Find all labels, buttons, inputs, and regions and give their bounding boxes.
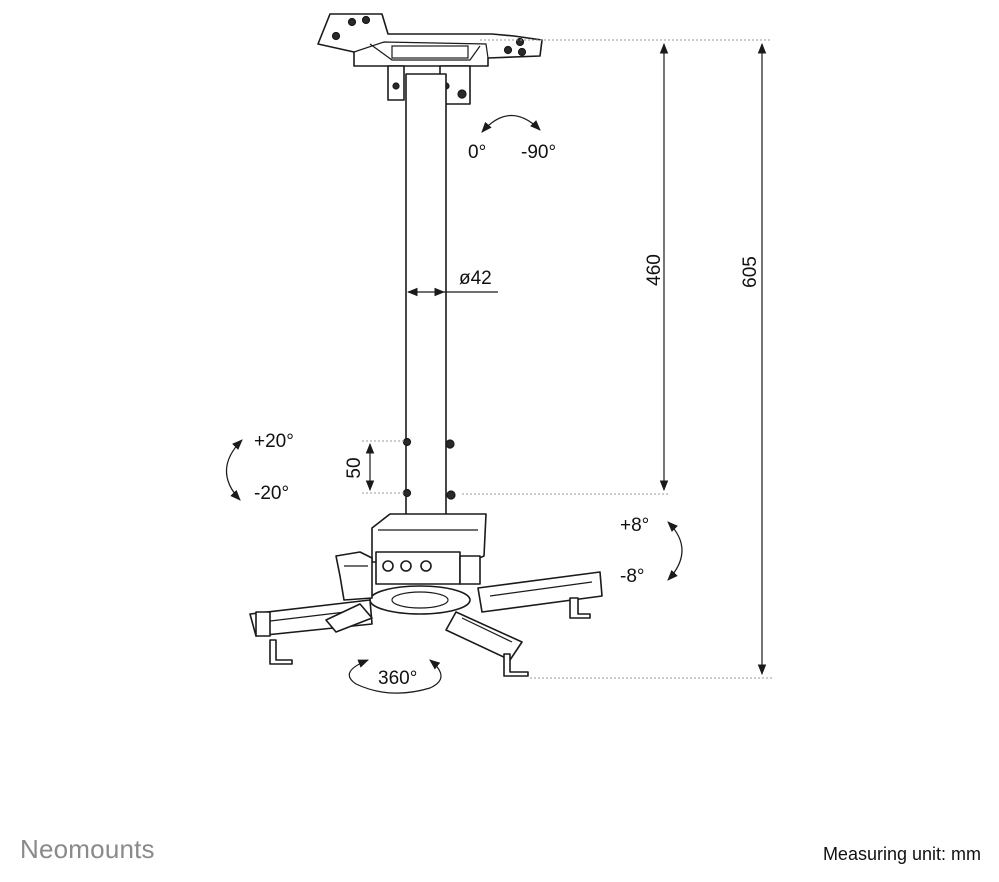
step-50-label: 50 [344, 457, 365, 478]
rotation-label-minus-90: -90° [521, 142, 556, 163]
measuring-unit-note: Measuring unit: mm [822, 844, 981, 864]
screw-hole [331, 31, 341, 41]
screw-hole [503, 45, 513, 55]
swivel-label: 360° [378, 668, 417, 689]
screw-hole [361, 15, 371, 25]
dimension-lines [362, 39, 772, 679]
tilt-up-label: +20° [254, 431, 294, 452]
roll-down-label: -8° [620, 566, 645, 587]
height-605-label: 605 [740, 256, 761, 288]
tilt-down-label: -20° [254, 483, 289, 504]
pivot-bolt [457, 89, 467, 99]
ceiling-plate [317, 13, 543, 105]
height-460-label: 460 [644, 254, 665, 286]
extension-pole [402, 73, 456, 525]
tube-diameter-label: ø42 [459, 268, 492, 289]
projector-head [249, 513, 603, 677]
pivot-bolt [392, 82, 400, 90]
rotation-indicators [225, 114, 683, 694]
brand-logo: Neomounts [20, 834, 155, 864]
screw-hole [517, 47, 527, 57]
roll-up-label: +8° [620, 515, 649, 536]
screw-hole [347, 17, 357, 27]
rotation-label-0: 0° [468, 142, 486, 163]
